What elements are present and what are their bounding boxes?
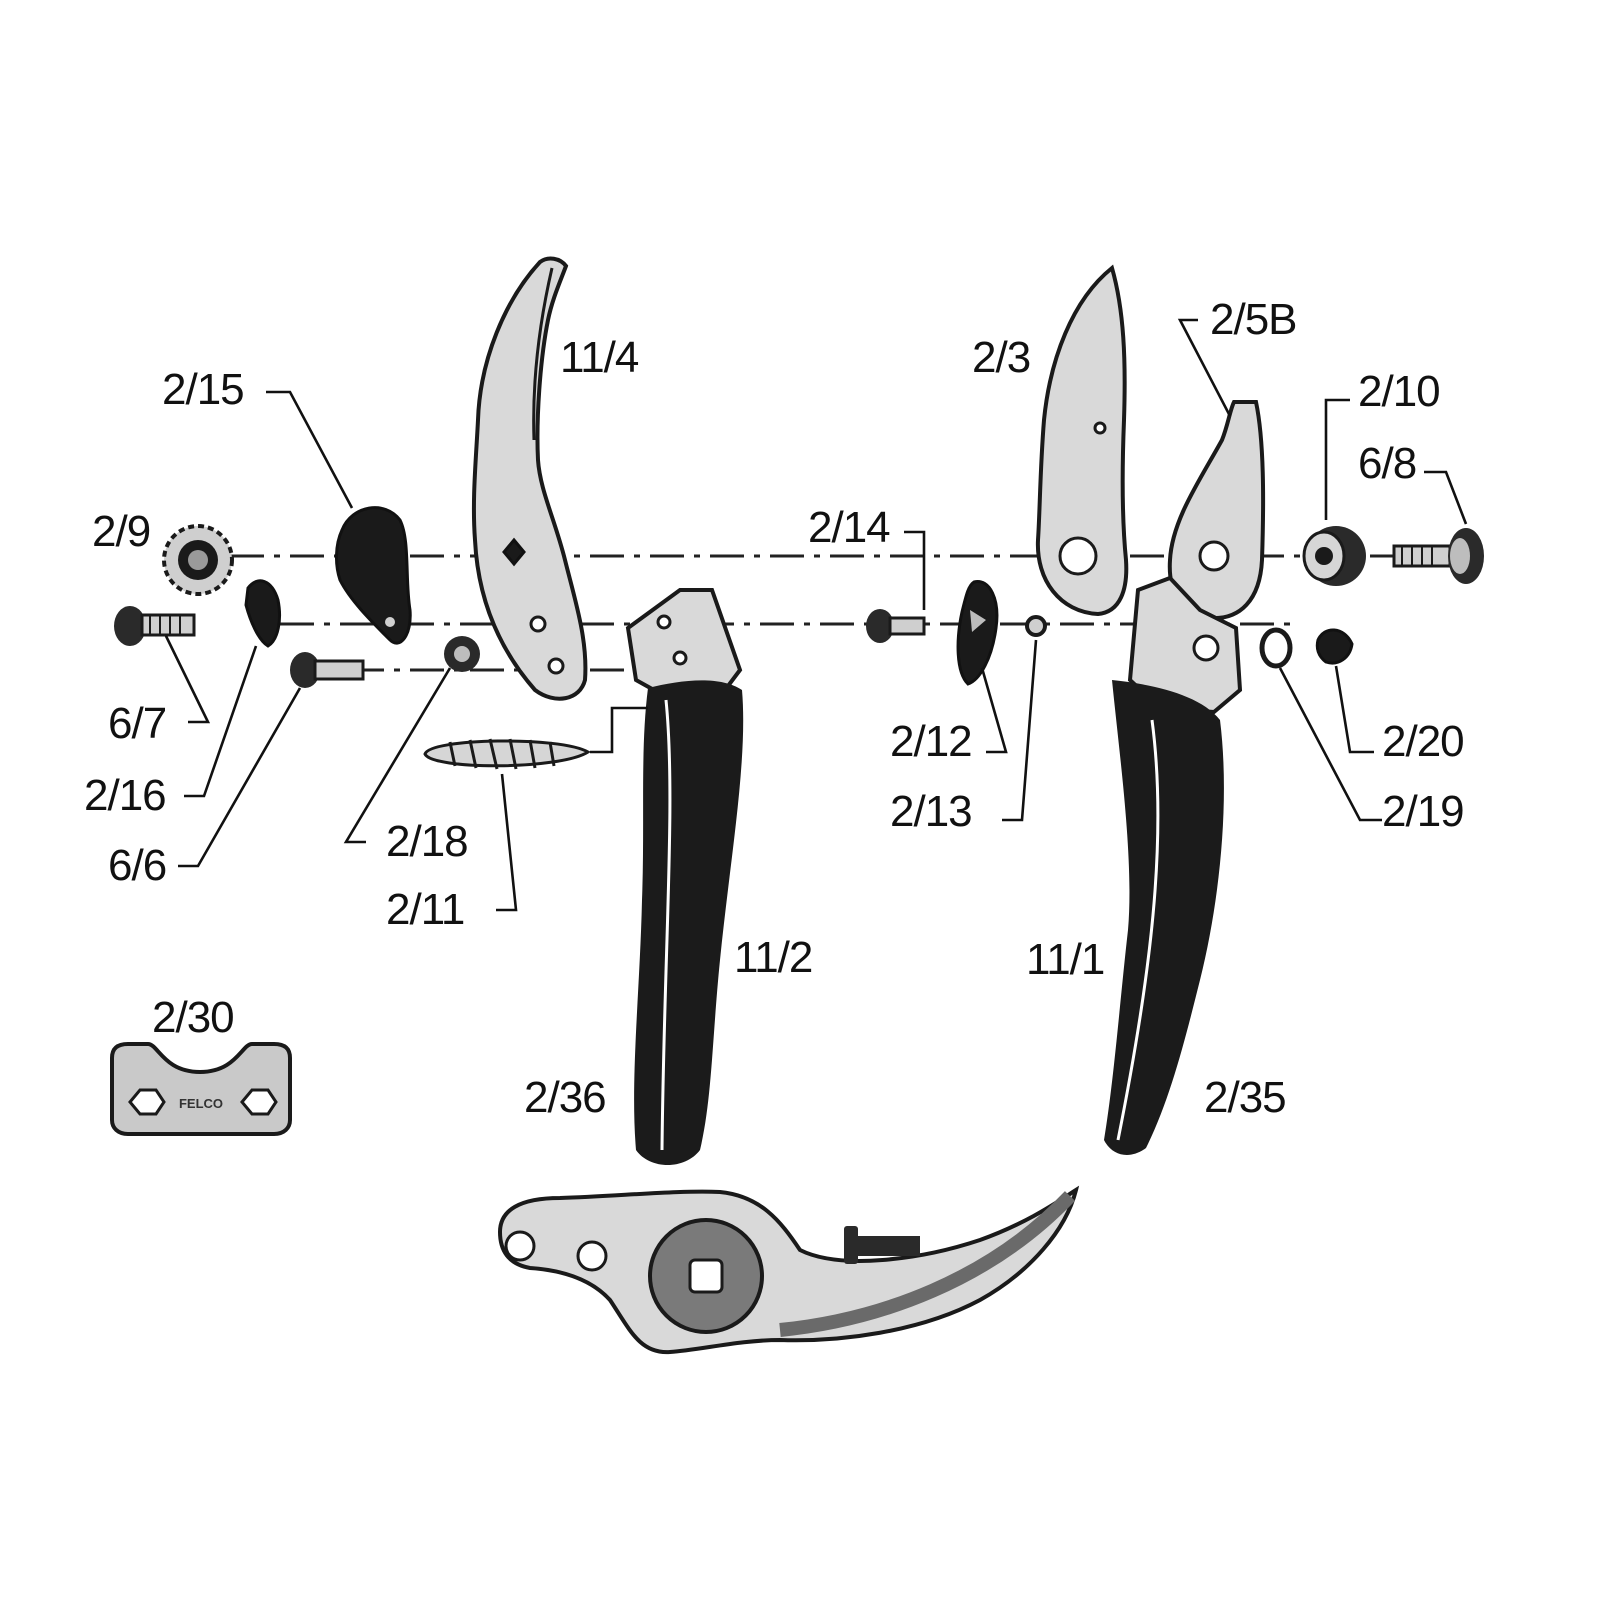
leader-2-14	[904, 530, 926, 610]
spring-plate-2-16	[244, 579, 282, 648]
adjusting-bolt-6-8	[1392, 528, 1484, 584]
jaw-2-5b	[1167, 400, 1266, 621]
label-2-11: 2/11	[386, 885, 464, 934]
leader-6-6	[178, 687, 302, 868]
label-2-15: 2/15	[162, 365, 244, 414]
leader-lines	[164, 318, 1468, 912]
leader-2-16	[184, 645, 258, 798]
detail-hole-1	[504, 1230, 536, 1262]
anvil-blade-detail	[497, 1185, 1080, 1355]
wrench-2-30	[110, 1042, 292, 1136]
o-ring-2-19	[1259, 627, 1293, 669]
anvil-small-hole-1	[529, 615, 547, 633]
label-6-8: 6/8	[1358, 439, 1416, 488]
anvil-diamond-hole	[502, 537, 526, 567]
leader-2-11	[496, 773, 518, 912]
handle-right-hole	[1192, 634, 1220, 662]
serrated-nut-2-9	[162, 524, 234, 596]
label-2-19: 2/19	[1382, 787, 1464, 836]
handle-hole-b	[672, 650, 688, 666]
leader-2-12	[980, 667, 1008, 754]
cam-plate-slot	[970, 610, 986, 632]
washer-2-13	[1025, 615, 1047, 637]
label-2-20: 2/20	[1382, 717, 1464, 766]
label-2-13: 2/13	[890, 787, 972, 836]
cam-plate-2-12	[956, 580, 999, 686]
nut-2-20	[1315, 628, 1354, 665]
detail-hole-2	[576, 1240, 608, 1272]
nut-2-18	[444, 636, 480, 672]
leader-6-8	[1424, 470, 1468, 525]
leader-2-10	[1324, 398, 1350, 520]
blade-2-3	[1035, 264, 1129, 617]
jaw-pivot-hole	[1198, 540, 1230, 572]
detail-square-hole	[688, 1258, 724, 1294]
grip-highlight-right	[1116, 719, 1160, 1141]
handle-head-11-2	[625, 588, 743, 703]
label-11-4: 11/4	[560, 333, 639, 382]
label-2-16: 2/16	[84, 771, 166, 820]
leader-spring-to-handle	[590, 706, 648, 754]
label-6-6: 6/6	[108, 841, 166, 890]
detail-bolt	[844, 1226, 920, 1264]
part-labels: 11/4 2/15 2/9 6/7 2/16 6/6 2/18 2/11 11/…	[84, 295, 1465, 1122]
label-11-1: 11/1	[1026, 935, 1104, 984]
label-2-5b: 2/5B	[1210, 295, 1297, 344]
label-2-14: 2/14	[808, 503, 890, 552]
label-11-2: 11/2	[734, 933, 812, 982]
label-2-30: 2/30	[152, 993, 234, 1042]
anvil-blade-11-4	[471, 256, 588, 701]
label-2-36: 2/36	[524, 1073, 606, 1122]
leader-2-20	[1334, 665, 1374, 754]
leader-2-18	[343, 667, 452, 844]
leader-2-15	[266, 390, 354, 509]
leader-2-19	[1278, 667, 1382, 822]
assembly-axes	[230, 554, 1480, 672]
leader-2-13	[1002, 639, 1038, 822]
bolt-6-6	[290, 652, 365, 688]
handle-hole-a	[656, 614, 672, 630]
plate-hole	[385, 617, 395, 627]
anvil-small-hole-2	[547, 657, 565, 675]
label-2-9: 2/9	[92, 507, 150, 556]
blade-small-hole	[1093, 421, 1107, 435]
label-2-12: 2/12	[890, 717, 972, 766]
label-2-3: 2/3	[972, 333, 1030, 382]
detail-blade-edge	[779, 1191, 1076, 1337]
label-2-35: 2/35	[1204, 1073, 1286, 1122]
grip-highlight-left	[660, 699, 672, 1151]
plate-2-15	[335, 506, 412, 645]
leader-2-5b	[1177, 318, 1232, 417]
leader-6-7	[164, 635, 211, 724]
label-6-7: 6/7	[108, 699, 166, 748]
grip-2-36	[634, 680, 744, 1165]
grip-2-35	[1104, 680, 1224, 1155]
label-2-10: 2/10	[1358, 367, 1440, 416]
blade-pivot-hole	[1058, 536, 1098, 576]
label-2-18: 2/18	[386, 817, 468, 866]
anvil-blade-edge	[532, 267, 554, 441]
bolt-6-7	[114, 606, 196, 646]
bushing-2-10	[1302, 526, 1366, 586]
wrench-logo-text: FELCO	[179, 1096, 223, 1111]
spring-2-11	[423, 738, 591, 770]
bolt-2-14	[866, 609, 926, 643]
